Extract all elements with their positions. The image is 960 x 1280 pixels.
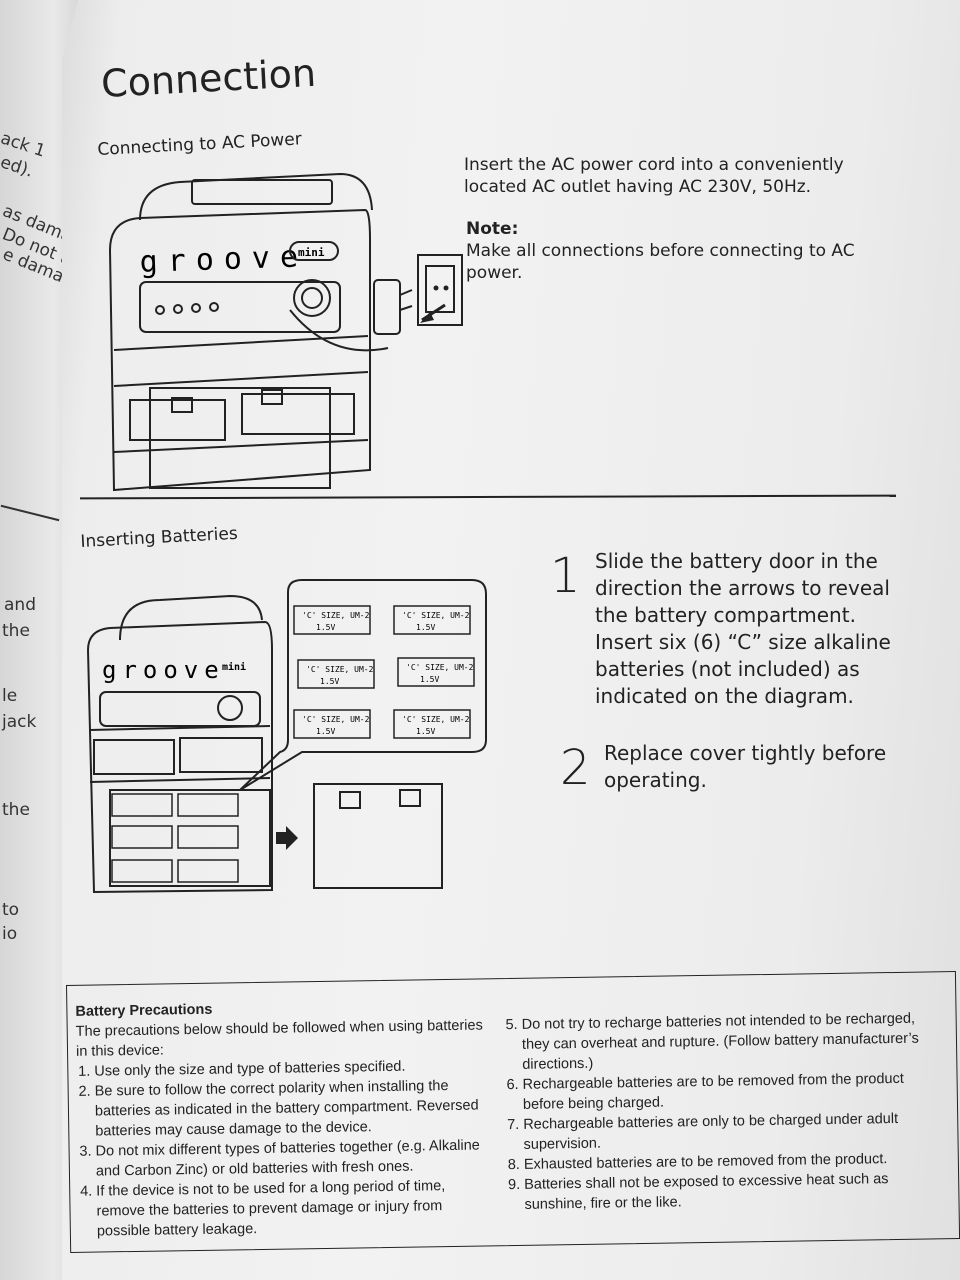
step-number: 1 (550, 548, 581, 604)
battery-voltage: 1.5V (416, 623, 435, 632)
left-rule (0, 504, 60, 522)
battery-illustration: groove mini 'C' SIZE, UM-2 'C' SIZE, UM-… (86, 579, 487, 894)
precaution-item: Do not mix different types of batteries … (95, 1135, 488, 1181)
power-cable (289, 309, 389, 352)
mini-badge: mini (222, 661, 246, 673)
battery-precautions-box: Battery Precautions The precautions belo… (66, 971, 960, 1253)
battery-label: 'C' SIZE, UM-2 (406, 663, 474, 672)
left-fragment: the (2, 621, 30, 641)
battery-label: 'C' SIZE, UM-2 (402, 611, 470, 620)
ac-note: Note: Make all connections before connec… (466, 218, 876, 284)
brand-logo: groove (139, 239, 308, 280)
precautions-intro: The precautions below should be followed… (75, 1017, 483, 1060)
handle-outline (139, 172, 373, 221)
battery-voltage: 1.5V (320, 677, 339, 686)
ac-adapter (373, 279, 401, 335)
left-fragment: le (2, 686, 18, 706)
ac-instruction: Insert the AC power cord into a convenie… (464, 155, 844, 197)
battery-voltage: 1.5V (416, 727, 435, 736)
step-text: Slide the battery door in the direction … (595, 549, 891, 708)
battery-cover (313, 783, 443, 889)
handle-outline (119, 594, 263, 641)
battery-voltage: 1.5V (420, 675, 439, 684)
battery-label: 'C' SIZE, UM-2 (302, 715, 370, 724)
ac-connection-illustration: groove mini (108, 172, 463, 492)
manual-page (62, 0, 960, 1280)
note-title: Note: (466, 219, 519, 239)
wall-outlet (417, 254, 463, 326)
handle-grip (191, 179, 333, 205)
precaution-item: If the device is not to be used for a lo… (96, 1175, 489, 1241)
battery-label: 'C' SIZE, UM-2 (402, 715, 470, 724)
precautions-left-column: Battery Precautions The precautions belo… (75, 995, 489, 1241)
note-text: Make all connections before connecting t… (466, 241, 855, 283)
zoom-callout (239, 579, 487, 791)
battery-label: 'C' SIZE, UM-2 (306, 665, 374, 674)
left-fragment: and (4, 595, 36, 615)
speaker-body (86, 620, 273, 894)
left-fragment: jack (2, 712, 37, 732)
battery-labels: 'C' SIZE, UM-2 'C' SIZE, UM-2 'C' SIZE, … (302, 611, 474, 736)
precautions-right-column: Do not try to recharge batteries not int… (504, 1008, 947, 1215)
brand-logo: groove (102, 656, 225, 684)
left-fragment: the (2, 800, 30, 820)
mini-badge: mini (298, 246, 325, 259)
left-fragment: io (2, 924, 18, 944)
precaution-item: Do not try to recharge batteries not int… (522, 1008, 945, 1075)
precaution-item: Be sure to follow the correct polarity w… (95, 1075, 488, 1141)
step-text: Replace cover tightly before operating. (604, 741, 887, 792)
precaution-item: Rechargeable batteries are only to be ch… (523, 1108, 946, 1155)
battery-voltage: 1.5V (316, 727, 335, 736)
precaution-item: Rechargeable batteries are to be removed… (522, 1068, 945, 1115)
step-number: 2 (560, 740, 591, 796)
battery-voltage: 1.5V (316, 623, 335, 632)
speaker-body (108, 208, 371, 492)
precaution-item: Batteries shall not be exposed to excess… (524, 1168, 947, 1215)
left-fragment: to (2, 900, 20, 920)
battery-label: 'C' SIZE, UM-2 (302, 611, 370, 620)
arrow-right-icon (276, 826, 298, 850)
